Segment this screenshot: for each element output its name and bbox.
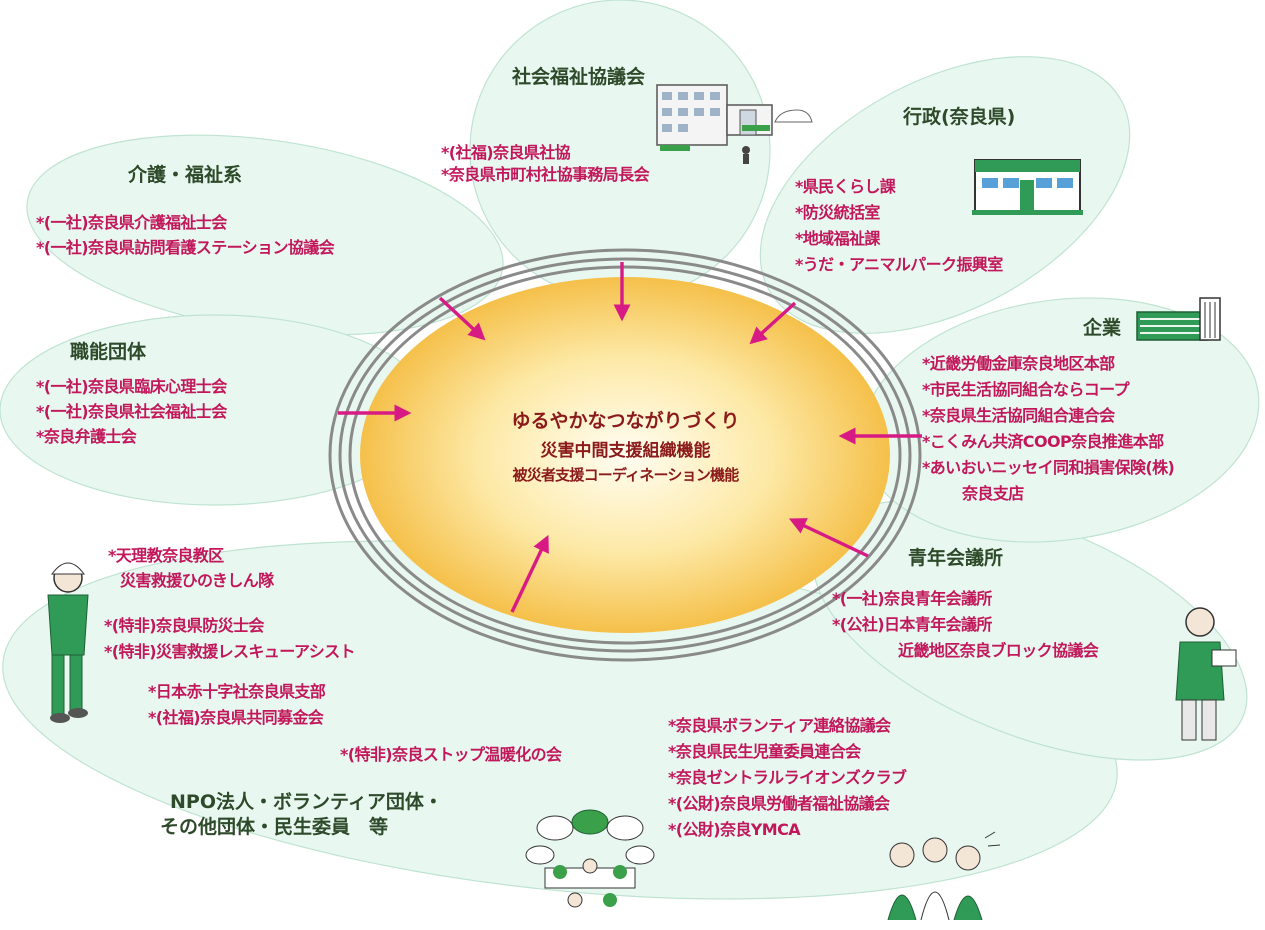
- worker-icon: [47, 562, 89, 723]
- companies-item: *市民生活協同組合ならコープ: [922, 380, 1130, 399]
- arrow-administration: [749, 301, 797, 345]
- npo-item: *(社福)奈良県共同募金会: [148, 708, 324, 727]
- care-welfare-item: *(一社)奈良県訪問看護ステーション協議会: [36, 238, 335, 257]
- npo-item: *(公財)奈良YMCA: [668, 820, 801, 839]
- social-welfare-item: *(社福)奈良県社協: [441, 143, 571, 162]
- administration-item: *防災統括室: [795, 203, 880, 222]
- companies-item: *近畿労働金庫奈良地区本部: [922, 354, 1115, 373]
- jc-title: 青年会議所: [908, 547, 1004, 569]
- center-ring-inner: [348, 265, 902, 645]
- administration-item: *地域福祉課: [795, 229, 880, 248]
- social-welfare-item: *奈良県市町村社協事務局長会: [441, 165, 650, 184]
- people-icon: [887, 831, 1001, 921]
- arrow-care-welfare: [438, 296, 486, 341]
- npo-item: *(特非)奈良県防災士会: [104, 616, 264, 635]
- npo-item: *(特非)奈良ストップ温暖化の会: [340, 745, 562, 764]
- factory-icon: [1136, 297, 1221, 341]
- center-ring-middle: [338, 257, 912, 653]
- administration-title: 行政(奈良県): [903, 106, 1016, 128]
- arrow-npo: [510, 534, 549, 613]
- npo-title-line2: その他団体・民生委員 等: [160, 816, 389, 838]
- arrow-jc: [788, 518, 869, 558]
- jc-item: *(一社)奈良青年会議所: [832, 589, 992, 608]
- presenter-icon: [1175, 607, 1237, 741]
- office-icon: [972, 159, 1083, 215]
- npo-item: *(公財)奈良県労働者福祉協議会: [668, 794, 890, 813]
- center-ring-outer: [328, 248, 922, 662]
- npo-item: *奈良県ボランティア連絡協議会: [668, 716, 891, 735]
- professional-item: *奈良弁護士会: [36, 427, 137, 446]
- npo-item: *天理教奈良教区: [108, 546, 224, 565]
- administration-blob: [759, 56, 1131, 334]
- professional-item: *(一社)奈良県臨床心理士会: [36, 377, 227, 396]
- center-subtitle-2: 被災者支援コーディネーション機能: [512, 466, 740, 484]
- building-icon: [656, 84, 813, 164]
- care-welfare-title: 介護・福祉系: [128, 164, 243, 186]
- npo-item: *奈良ゼントラルライオンズクラブ: [668, 768, 907, 787]
- center-core: [360, 277, 890, 633]
- npo-item: *奈良県民生児童委員連合会: [668, 742, 861, 761]
- companies-item: *こくみん共済COOP奈良推進本部: [922, 432, 1164, 451]
- npo-item: 災害救援ひのきしん隊: [120, 571, 274, 590]
- jc-item: 近畿地区奈良ブロック協議会: [898, 641, 1099, 660]
- companies-item: *あいおいニッセイ同和損害保険(株): [922, 458, 1175, 477]
- care-welfare-item: *(一社)奈良県介護福祉士会: [36, 213, 227, 232]
- companies-item: *奈良県生活協同組合連合会: [922, 406, 1115, 425]
- administration-item: *うだ・アニマルパーク振興室: [795, 255, 1003, 274]
- administration-item: *県民くらし課: [795, 177, 896, 196]
- center-subtitle: 災害中間支援組織機能: [540, 441, 711, 461]
- social-welfare-title: 社会福祉協議会: [512, 66, 646, 88]
- center-title: ゆるやかなつながりづくり: [511, 410, 740, 432]
- jc-item: *(公社)日本青年会議所: [832, 615, 992, 634]
- npo-item: *日本赤十字社奈良県支部: [148, 682, 326, 701]
- meeting-icon: [525, 809, 655, 908]
- companies-item: 奈良支店: [962, 484, 1024, 503]
- npo-title-line1: NPO法人・ボランティア団体・: [170, 791, 443, 813]
- professional-item: *(一社)奈良県社会福祉士会: [36, 402, 227, 421]
- companies-title: 企業: [1083, 317, 1122, 339]
- professional-title: 職能団体: [70, 341, 147, 363]
- npo-item: *(特非)災害救援レスキューアシスト: [104, 642, 356, 661]
